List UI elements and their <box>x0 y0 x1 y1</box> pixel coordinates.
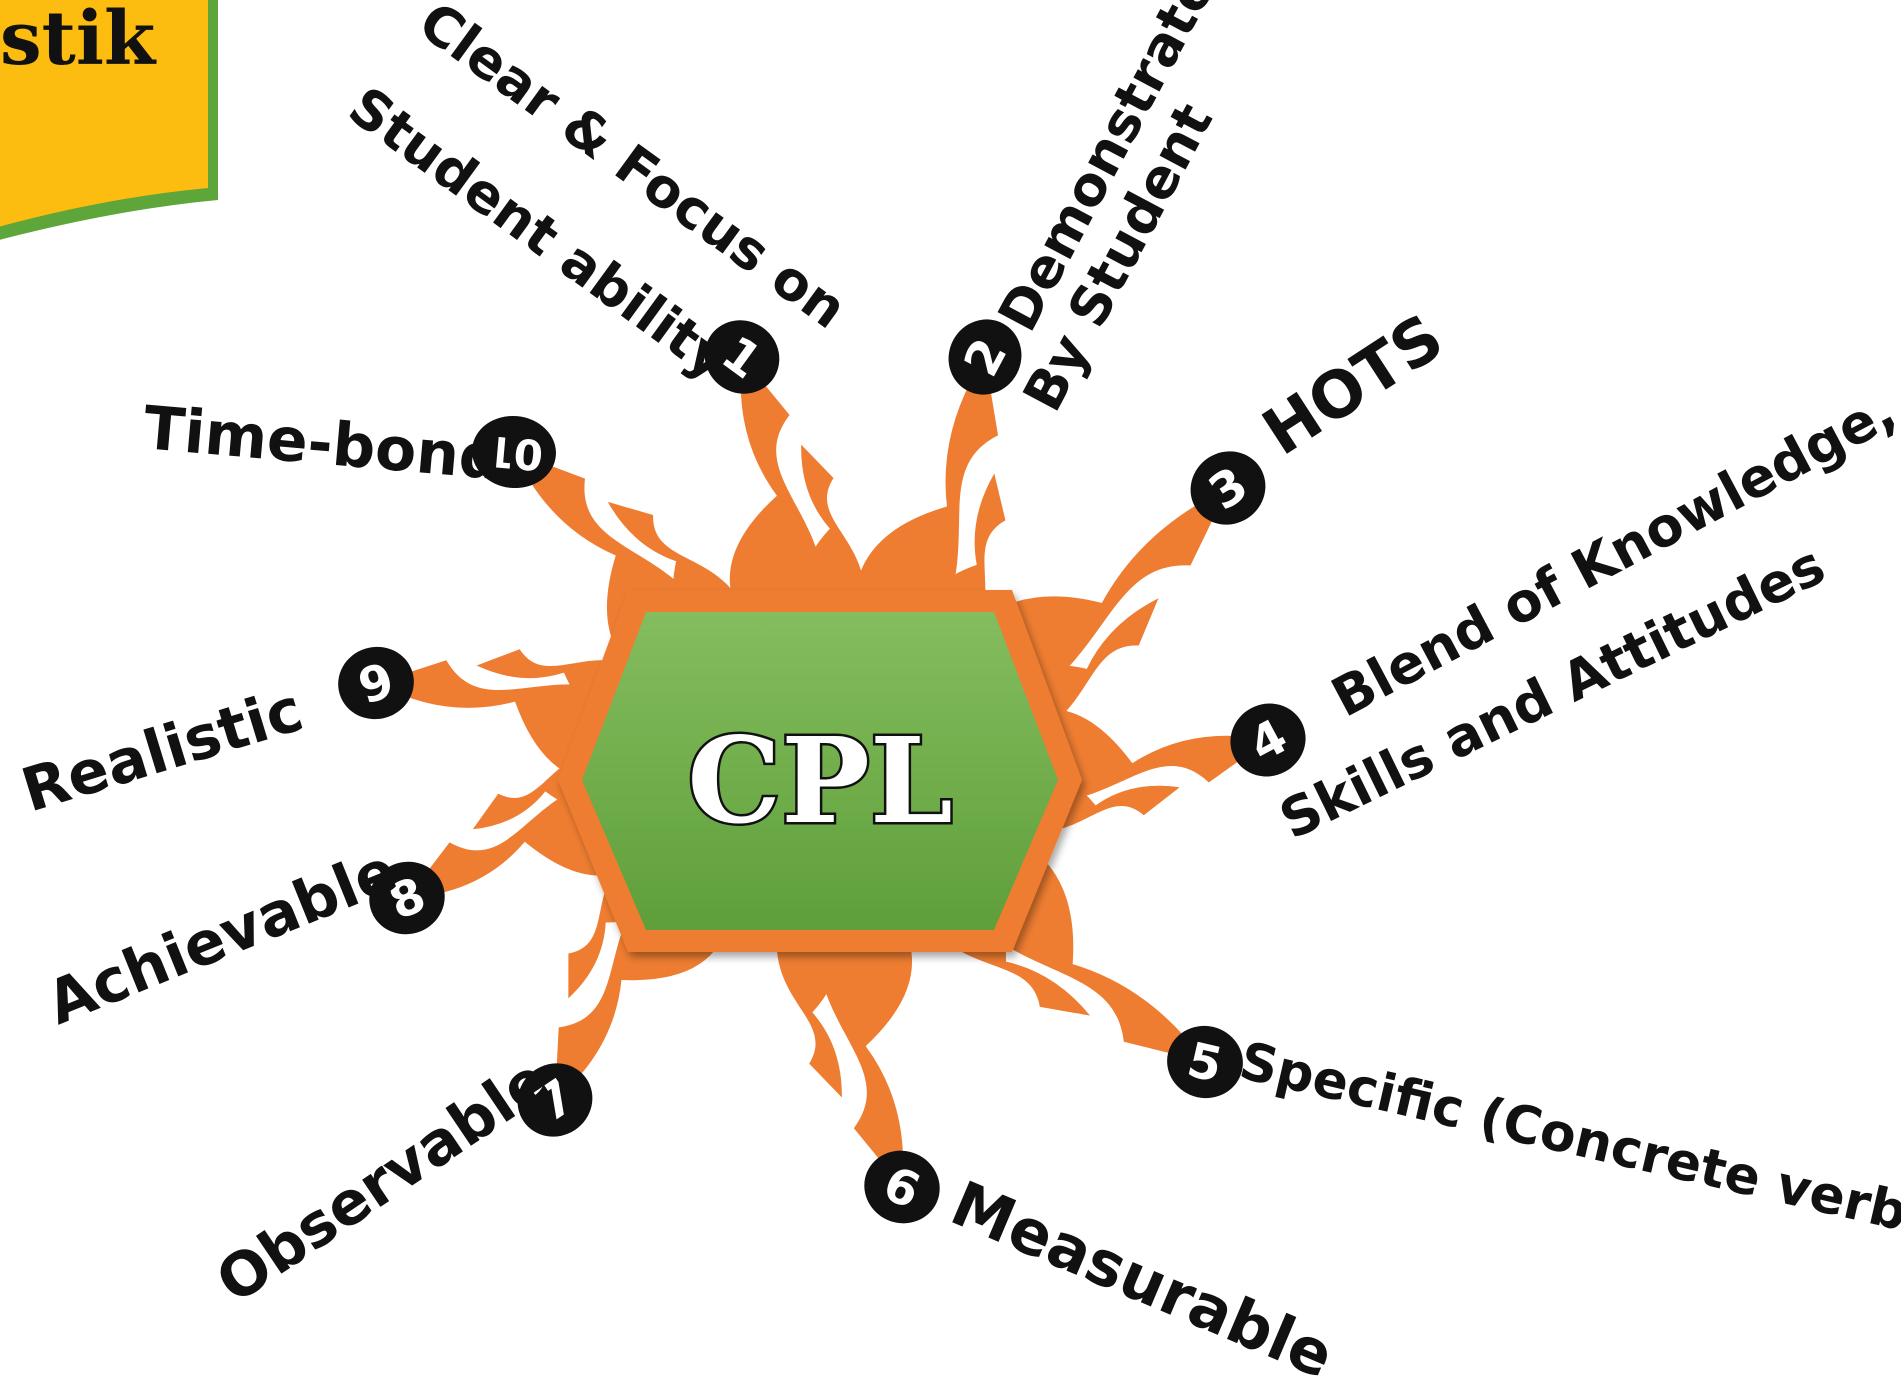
center-label: CPL <box>687 711 953 850</box>
hexagon-face <box>582 612 1058 930</box>
badge-circle <box>948 319 1022 395</box>
flame-ray-1 <box>729 357 825 620</box>
badge-circle <box>369 861 445 935</box>
badge-circle <box>338 646 414 720</box>
flame-ray-1b <box>801 444 865 607</box>
criteria-label: Realistic <box>14 675 311 826</box>
badge-circle <box>704 320 780 394</box>
criteria-label: Time-bond <box>141 393 505 494</box>
flame-ray-6b <box>776 933 842 1098</box>
number-badge: 8 <box>369 861 445 935</box>
corner-title: stik <box>0 0 157 82</box>
badge-circle <box>864 1150 940 1224</box>
badge-number: 10 <box>483 428 546 482</box>
criteria-label: Specific (Concrete verbs) <box>1234 1031 1901 1255</box>
number-badge: 7 <box>517 1063 593 1137</box>
criteria-label: Achievable <box>37 835 406 1038</box>
number-badge: 2 <box>948 319 1022 395</box>
number-badge: 6 <box>864 1150 940 1224</box>
flame-ray-2 <box>854 357 999 636</box>
corner-box-face <box>0 0 208 227</box>
number-badge: 10 <box>472 415 556 489</box>
badge-circle <box>1230 703 1306 777</box>
badge-circle <box>1167 1025 1243 1099</box>
number-badge: 5 <box>1167 1025 1243 1099</box>
criteria-label: HOTS <box>1250 301 1456 471</box>
criteria-item-9: 9 Realistic <box>14 646 414 826</box>
badge-circle <box>517 1063 593 1137</box>
badge-circle <box>1190 451 1266 525</box>
number-badge: 9 <box>338 646 414 720</box>
number-badge: 1 <box>704 320 780 394</box>
criteria-label: Observable <box>204 1045 561 1318</box>
criteria-label: Measurable <box>941 1167 1344 1390</box>
corner-title-box: stik <box>0 0 218 240</box>
flame-ray-6 <box>816 920 913 1187</box>
center-hexagon <box>558 590 1082 952</box>
number-badge: 3 <box>1190 451 1266 525</box>
number-badge: 4 <box>1230 703 1306 777</box>
badge-circle <box>472 415 556 489</box>
